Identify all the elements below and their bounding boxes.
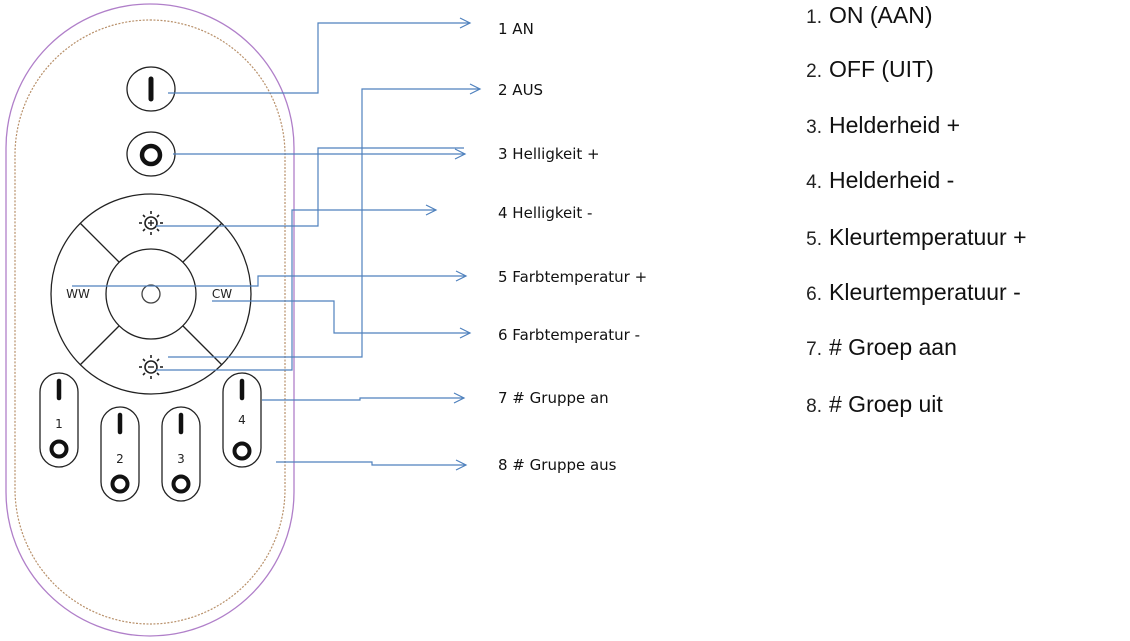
list-text: # Groep aan [829, 334, 957, 360]
list-number: 6. [806, 284, 822, 305]
group-number: 4 [238, 413, 246, 427]
sun-plus-icon [139, 211, 163, 235]
connector-4 [156, 147, 464, 227]
remote-inner-outline [14, 19, 286, 625]
group-number: 1 [55, 417, 63, 431]
connector-6 [212, 300, 470, 334]
dutch-list-item: 7. # Groep aan [780, 334, 957, 370]
list-number: 7. [806, 339, 822, 360]
german-label: 6 Farbtemperatur - [498, 326, 640, 344]
brightness-down-button[interactable] [139, 355, 163, 379]
power-off-icon [139, 143, 163, 167]
german-label: 3 Helligkeit + [498, 145, 600, 163]
list-number: 2. [806, 61, 822, 82]
list-number: 8. [806, 396, 822, 417]
cw-label: CW [212, 287, 232, 301]
list-number: 3. [806, 117, 822, 138]
cool-white-button[interactable]: CW [212, 287, 232, 301]
german-label: 5 Farbtemperatur + [498, 268, 647, 286]
group-off-icon [110, 474, 130, 494]
list-text: Kleurtemperatuur - [829, 279, 1021, 305]
dutch-list-item: 5. Kleurtemperatuur + [780, 224, 1027, 260]
german-label: 8 # Gruppe aus [498, 456, 617, 474]
connector-lines [72, 22, 480, 466]
german-label: 4 Helligkeit - [498, 204, 592, 222]
list-number: 1. [806, 7, 822, 28]
connector-2 [168, 88, 480, 358]
dutch-list-item: 8. # Groep uit [780, 391, 943, 427]
group-off-icon [49, 439, 69, 459]
dutch-list-item: 3. Helderheid + [780, 112, 960, 148]
german-label: 1 AN [498, 20, 534, 38]
off-button[interactable] [126, 131, 176, 177]
german-labels: 1 AN 2 AUS 3 Helligkeit + 4 Helligkeit -… [498, 20, 647, 474]
group-4-button[interactable]: 4 [222, 372, 262, 468]
list-number: 4. [806, 172, 822, 193]
dutch-list-item: 6. Kleurtemperatuur - [780, 279, 1021, 315]
group-number: 3 [177, 452, 185, 466]
group-number: 2 [116, 452, 124, 466]
list-text: Helderheid - [829, 167, 955, 193]
brightness-up-button[interactable] [139, 211, 163, 235]
dutch-list-item: 1. ON (AAN) [780, 2, 933, 38]
german-label: 7 # Gruppe an [498, 389, 609, 407]
arrowheads [425, 17, 482, 471]
connector-7 [156, 209, 436, 371]
german-label: 2 AUS [498, 81, 543, 99]
list-text: # Groep uit [829, 391, 943, 417]
direction-pad [50, 193, 252, 395]
remote-outer-outline [5, 3, 295, 637]
connector-9 [276, 461, 466, 466]
connector-8 [262, 397, 464, 401]
sun-minus-icon [139, 355, 163, 379]
list-text: Helderheid + [829, 112, 961, 138]
dutch-list-item: 2. OFF (UIT) [780, 56, 934, 92]
group-3-button[interactable]: 3 [161, 406, 201, 502]
list-text: Kleurtemperatuur + [829, 224, 1027, 250]
warm-white-button[interactable]: WW [66, 287, 90, 301]
connector-1 [168, 22, 470, 94]
list-text: ON (AAN) [829, 2, 933, 28]
ww-label: WW [66, 287, 90, 301]
on-button[interactable] [126, 66, 176, 112]
center-button[interactable] [141, 284, 161, 304]
connector-5 [72, 275, 466, 287]
list-number: 5. [806, 229, 822, 250]
dutch-list-item: 4. Helderheid - [780, 167, 954, 203]
group-off-icon [171, 474, 191, 494]
list-text: OFF (UIT) [829, 56, 934, 82]
group-2-button[interactable]: 2 [100, 406, 140, 502]
group-off-icon [232, 441, 252, 461]
group-1-button[interactable]: 1 [39, 372, 79, 468]
